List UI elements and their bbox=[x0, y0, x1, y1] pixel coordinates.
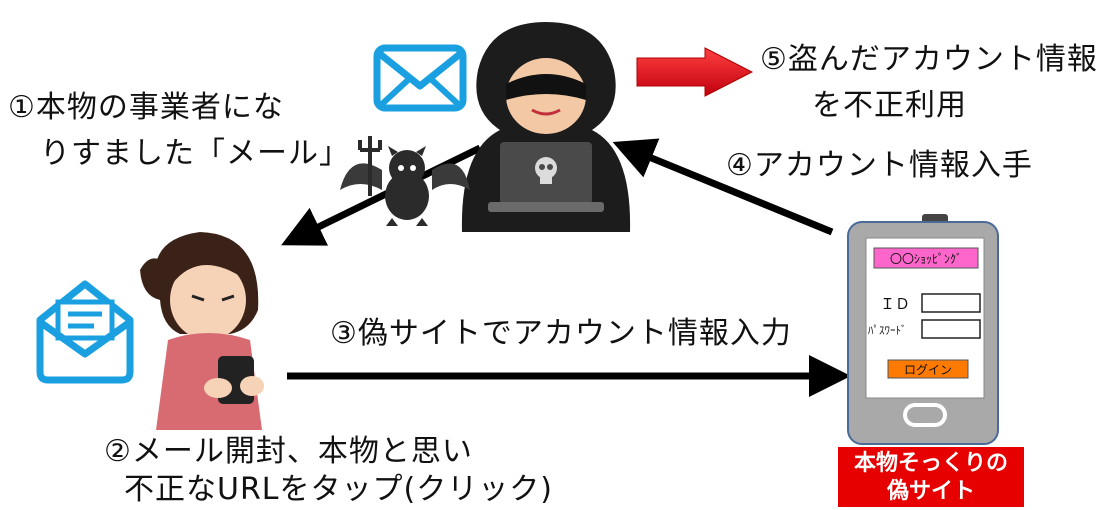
step1-line1: ①本物の事業者にな bbox=[8, 90, 284, 125]
step5-line2: を不正利用 bbox=[812, 88, 967, 123]
login-button: ログイン bbox=[904, 363, 952, 377]
step3-label: ③偽サイトでアカウント情報入力 bbox=[330, 316, 792, 351]
step1-line2: りすました「メール」 bbox=[40, 136, 350, 171]
fake-site-banner-line2: 偽サイト bbox=[886, 479, 975, 504]
envelope-icon bbox=[373, 44, 467, 112]
fake-site-banner: 本物そっくりの 偽サイト bbox=[838, 447, 1024, 507]
id-label: ＩＤ bbox=[880, 295, 910, 313]
password-label: ﾊﾟｽﾜｰﾄﾞ bbox=[868, 324, 907, 337]
smartphone-icon: 〇〇ｼｮｯﾋﾟﾝｸﾞ ＩＤ ﾊﾟｽﾜｰﾄﾞ ログイン bbox=[847, 214, 999, 445]
open-envelope-icon bbox=[36, 280, 134, 384]
fake-site-banner-line1: 本物そっくりの bbox=[853, 451, 1008, 476]
woman-with-phone-icon bbox=[140, 232, 264, 430]
hacker-icon bbox=[461, 22, 631, 232]
step4-label: ④アカウント情報入手 bbox=[726, 148, 1033, 183]
red-arrow-icon bbox=[636, 47, 754, 97]
shop-name: 〇〇ｼｮｯﾋﾟﾝｸﾞ bbox=[890, 252, 962, 266]
devil-icon bbox=[340, 136, 470, 226]
arrow-fake-site-to-hacker bbox=[612, 138, 834, 236]
step2-line2: 不正なURLをタップ(クリック) bbox=[124, 472, 553, 507]
step5-line1: ⑤盗んだアカウント情報 bbox=[760, 42, 1098, 77]
step2-line1: ②メール開封、本物と思い bbox=[104, 434, 473, 469]
